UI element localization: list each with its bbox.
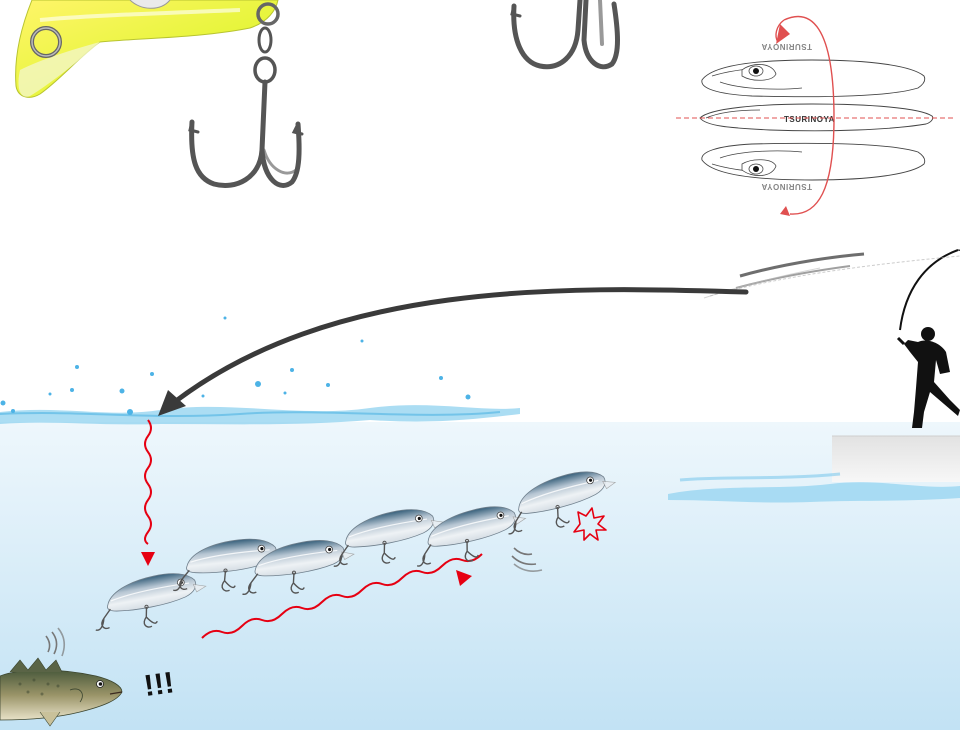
brand-text: TSURINOYA [784, 115, 835, 124]
lure-rotation-schematic: TSURINOYA TSURINOYA TSURINOYA [676, 15, 956, 216]
vibration-marks-right [511, 547, 543, 572]
treble-hook-icon [510, 0, 620, 70]
exclamation-text: !!! [142, 666, 176, 703]
predator-fish-icon [0, 657, 123, 727]
retrieve-arrow [201, 553, 483, 639]
lure-side-view: TSURINOYA [699, 103, 934, 132]
cast-arrow [158, 287, 749, 416]
vibration-marks-left [45, 627, 66, 657]
sink-arrow [141, 419, 155, 566]
pier [832, 436, 960, 482]
treble-hook-icon [188, 26, 304, 188]
splash-droplets [0, 316, 471, 415]
brand-text-mirrored-top: TSURINOYA [761, 42, 812, 51]
fisherman-silhouette-icon [896, 249, 960, 428]
brand-text-mirrored-bottom: TSURINOYA [761, 182, 812, 191]
lure-closeup-yellow [15, 0, 280, 98]
water-splash-left [0, 405, 520, 425]
burst-icon [573, 507, 607, 541]
water-splash-right [668, 472, 960, 503]
rotation-arrow [775, 15, 835, 216]
